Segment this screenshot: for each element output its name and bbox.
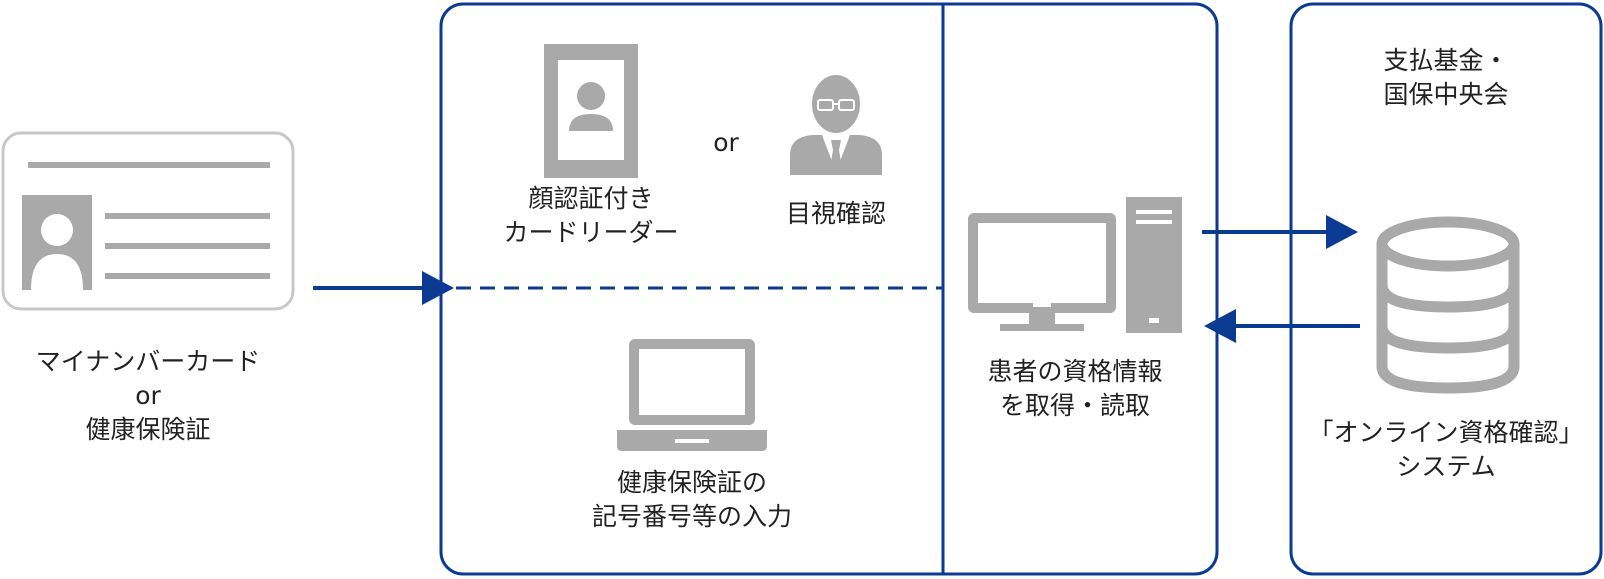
pc-label-line1: 患者の資格情報 xyxy=(987,357,1163,386)
manual-entry-label: 健康保険証の 記号番号等の入力 xyxy=(592,466,792,534)
system-label-line1: 「オンライン資格確認」 xyxy=(1308,418,1584,447)
person-with-glasses-icon xyxy=(790,75,882,175)
source-label-line1: マイナンバーカード xyxy=(35,347,261,376)
card-to-clinic-arrow xyxy=(313,271,454,305)
or-label: or xyxy=(713,128,739,157)
manual-entry-label-line2: 記号番号等の入力 xyxy=(591,502,793,531)
clinic-box xyxy=(439,2,1219,576)
backend-org-line2: 国保中央会 xyxy=(1383,80,1509,109)
system-label: 「オンライン資格確認」 システム xyxy=(1308,416,1583,484)
source-card-label: マイナンバーカード or 健康保険証 xyxy=(36,345,261,447)
face-reader-label-line2: カードリーダー xyxy=(503,218,679,247)
source-label-line2: or xyxy=(135,381,161,410)
visual-check-label: 目視確認 xyxy=(785,199,887,228)
desktop-computer-icon xyxy=(968,197,1182,333)
backend-org-line1: 支払基金・ xyxy=(1383,46,1509,75)
face-reader-label-line1: 顔認証付き xyxy=(528,184,654,213)
system-label-line2: システム xyxy=(1396,452,1496,481)
backend-org-label: 支払基金・ 国保中央会 xyxy=(1383,44,1508,112)
pc-label-line2: を取得・読取 xyxy=(999,391,1151,420)
source-label-line3: 健康保険証 xyxy=(85,415,211,444)
database-icon xyxy=(1376,216,1520,394)
pc-label: 患者の資格情報 を取得・読取 xyxy=(987,355,1162,423)
face-card-reader-icon xyxy=(544,44,638,178)
backend-box xyxy=(1289,2,1603,576)
request-arrow xyxy=(1202,215,1358,249)
face-reader-label: 顔認証付き カードリーダー xyxy=(503,182,678,250)
id-card-icon xyxy=(1,131,295,311)
manual-entry-label-line1: 健康保険証の xyxy=(616,468,768,497)
laptop-icon xyxy=(617,339,767,451)
response-arrow xyxy=(1204,309,1360,343)
